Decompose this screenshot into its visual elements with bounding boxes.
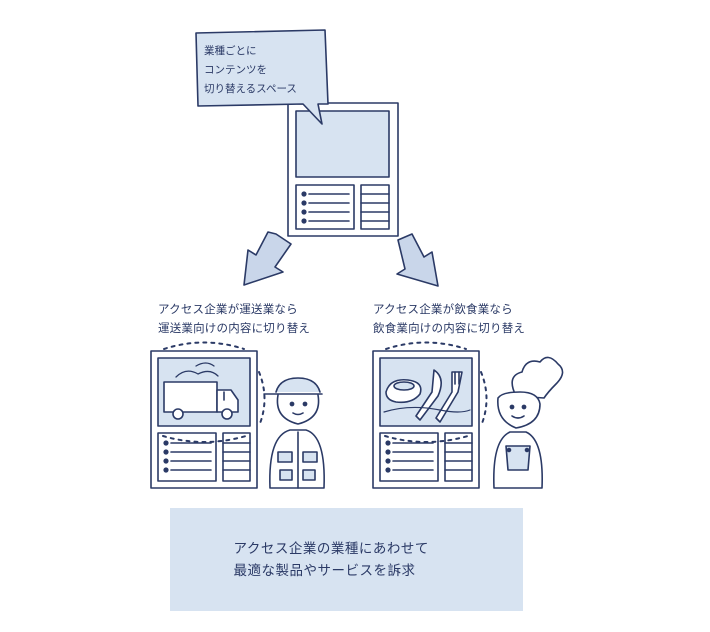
- chef-icon: [493, 356, 564, 489]
- cutlery-icon: [383, 369, 471, 423]
- summary-banner: アクセス企業の業種にあわせて 最適な製品やサービスを訴求: [170, 508, 523, 611]
- left-caption: アクセス企業が運送業なら 運送業向けの内容に切り替え: [158, 300, 310, 338]
- left-caption-line-2: 運送業向けの内容に切り替え: [158, 321, 311, 335]
- left-page-mockup: [150, 341, 266, 489]
- truck-icon: [163, 362, 239, 420]
- left-caption-line-1: アクセス企業が運送業なら: [158, 302, 298, 316]
- speech-bubble-icon: [195, 29, 329, 125]
- arrow-down-left-icon: [243, 231, 292, 286]
- right-caption: アクセス企業が飲食業なら 飲食業向けの内容に切り替え: [373, 300, 525, 338]
- callout-text: 業種ごとに コンテンツを 切り替えるスペース: [204, 42, 297, 99]
- summary-line-2: 最適な製品やサービスを訴求: [233, 562, 416, 579]
- arrow-down-right-icon: [396, 233, 439, 287]
- summary-line-1: アクセス企業の業種にあわせて: [233, 540, 429, 557]
- right-page-mockup: [372, 341, 488, 489]
- top-page-mockup: [287, 102, 399, 237]
- delivery-worker-icon: [263, 377, 325, 489]
- callout-line-2: コンテンツを: [204, 64, 267, 76]
- callout-line-3: 切り替えるスペース: [204, 83, 297, 95]
- right-caption-line-1: アクセス企業が飲食業なら: [373, 302, 513, 316]
- callout-line-1: 業種ごとに: [204, 45, 257, 57]
- right-caption-line-2: 飲食業向けの内容に切り替え: [373, 321, 526, 335]
